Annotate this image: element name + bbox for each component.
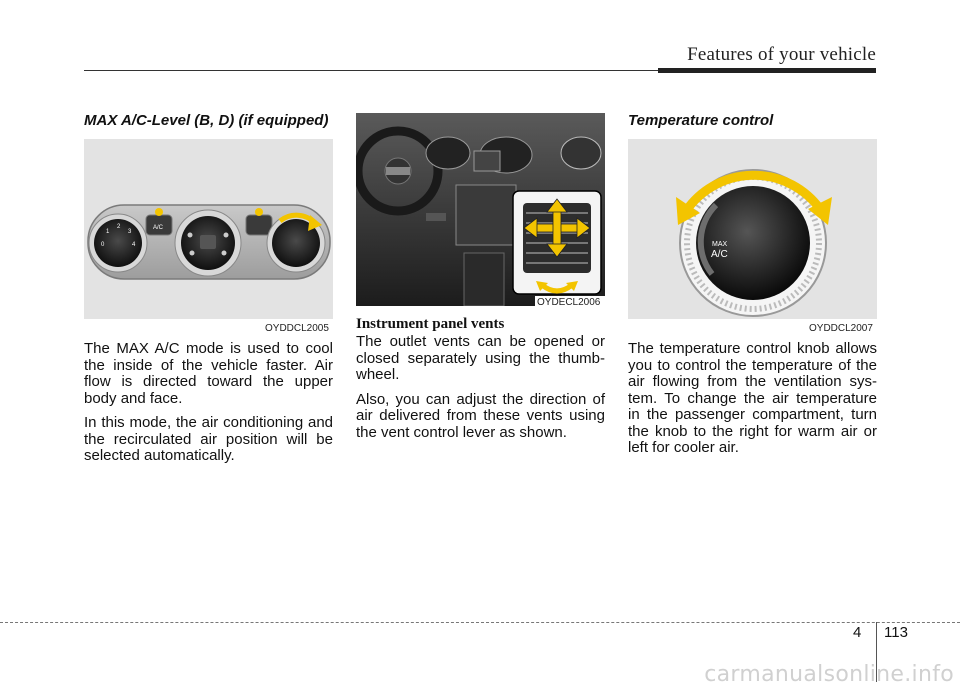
steering-wheel — [356, 126, 443, 216]
fan-dial-2: 2 — [117, 224, 121, 230]
ac-indicator — [155, 208, 163, 216]
instrument-panel-vents-heading: Instrument panel vents — [356, 316, 505, 332]
fan-dial-0: 0 — [101, 242, 105, 248]
knob-ac-label: A/C — [711, 249, 728, 260]
watermark: carmanualsonline.info — [704, 662, 954, 687]
page-number-divider — [876, 622, 877, 682]
col1-paragraph-1: The MAX A/C mode is used to cool the ins… — [84, 340, 333, 407]
col1-body: The MAX A/C mode is used to cool the ins… — [84, 340, 333, 473]
running-header: Features of your vehicle — [687, 44, 876, 65]
dashboard-figure — [356, 113, 605, 306]
temperature-knob-figure: MAX A/C — [628, 139, 877, 319]
header-rule-accent — [658, 68, 876, 73]
direction-arrows — [523, 198, 591, 258]
recirc-button — [245, 214, 273, 236]
climate-panel-illustration: 0 1 2 3 4 A/C — [87, 204, 331, 280]
col3-paragraph: The temperature control knob allows you … — [628, 340, 877, 456]
header-rule — [84, 70, 664, 71]
dashboard-illustration — [356, 113, 605, 306]
climate-panel-figure: 0 1 2 3 4 A/C — [84, 139, 333, 319]
ac-button-label: A/C — [153, 225, 164, 231]
col2-paragraph-1: The outlet vents can be opened or closed… — [356, 333, 605, 383]
col3-body: The temperature control knob allows you … — [628, 340, 877, 465]
temperature-control-knob — [696, 186, 810, 300]
col2-paragraph-2: Also, you can adjust the direction of ai… — [356, 390, 605, 441]
temperature-control-heading: Temperature control — [628, 112, 774, 129]
page-number: 113 — [884, 624, 908, 641]
knob-max-label: MAX — [712, 241, 728, 248]
figure-code-3: OYDDCL2007 — [809, 323, 873, 334]
recirc-indicator — [255, 208, 263, 216]
fan-dial-4: 4 — [132, 242, 136, 248]
chapter-number: 4 — [853, 624, 862, 641]
figure-code-2: OYDECL2006 — [537, 297, 601, 308]
thumbwheel-arrow — [540, 282, 574, 294]
col1-paragraph-2: In this mode, the air conditioning and t… — [84, 414, 333, 464]
max-ac-heading: MAX A/C-Level (B, D) (if equipped) — [84, 112, 329, 129]
footer-rule — [0, 622, 960, 623]
temperature-knob-illustration: MAX A/C — [676, 169, 832, 317]
fan-speed-knob — [94, 219, 142, 267]
fan-dial-3: 3 — [128, 229, 132, 235]
temperature-rotate-arrow — [682, 170, 824, 214]
col2-body: The outlet vents can be opened or closed… — [356, 333, 605, 449]
fan-dial-1: 1 — [106, 229, 110, 235]
figure-code-1: OYDDCL2005 — [265, 323, 329, 334]
